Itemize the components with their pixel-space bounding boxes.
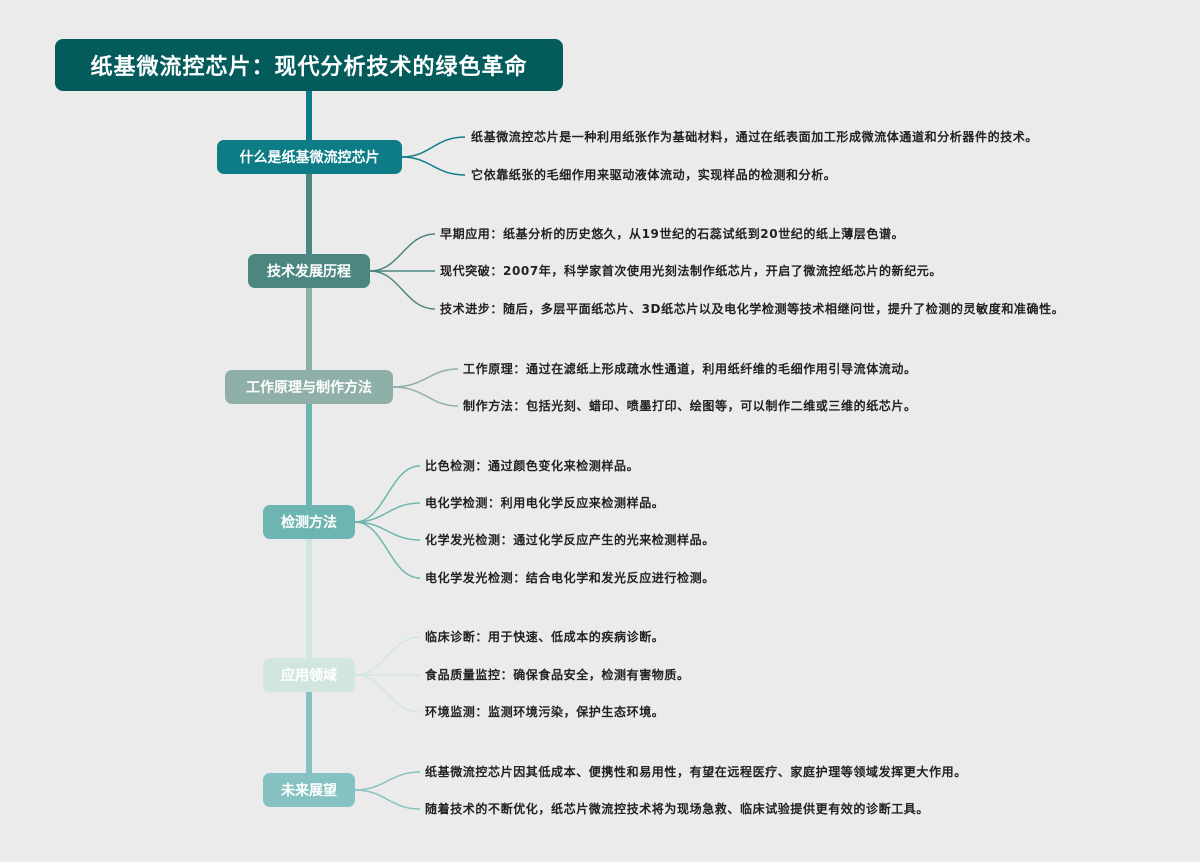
branch-5-connectors [354, 636, 421, 713]
leaf-item[interactable]: 工作原理：通过在滤纸上形成疏水性通道，利用纸纤维的毛细作用引导流体流动。 [463, 362, 917, 376]
root-title: 纸基微流控芯片：现代分析技术的绿色革命 [90, 55, 528, 80]
leaf-item[interactable]: 早期应用：纸基分析的历史悠久，从19世纪的石蕊试纸到20世纪的纸上薄层色谱。 [440, 227, 905, 241]
branch-label: 未来展望 [281, 783, 337, 799]
leaf-item[interactable]: 临床诊断：用于快速、低成本的疾病诊断。 [425, 630, 665, 644]
branch-history[interactable]: 技术发展历程 [248, 254, 370, 288]
leaf-item[interactable]: 比色检测：通过颜色变化来检测样品。 [425, 459, 640, 473]
leaf-item[interactable]: 技术进步：随后，多层平面纸芯片、3D纸芯片以及电化学检测等技术相继问世，提升了检… [440, 302, 1065, 316]
branch-detection-methods[interactable]: 检测方法 [263, 505, 355, 539]
branch-applications[interactable]: 应用领域 [263, 658, 355, 692]
branch-2-connectors [369, 233, 436, 310]
branch-outlook[interactable]: 未来展望 [263, 773, 355, 807]
root-topic[interactable]: 纸基微流控芯片：现代分析技术的绿色革命 [55, 39, 563, 91]
leaf-item[interactable]: 电化学检测：利用电化学反应来检测样品。 [425, 496, 665, 510]
leaf-item[interactable]: 现代突破：2007年，科学家首次使用光刻法制作纸芯片，开启了微流控纸芯片的新纪元… [440, 264, 943, 278]
branch-label: 技术发展历程 [267, 264, 351, 280]
branch-label: 工作原理与制作方法 [246, 380, 372, 396]
branch-label: 检测方法 [281, 515, 337, 531]
leaf-item[interactable]: 制作方法：包括光刻、蜡印、喷墨打印、绘图等，可以制作二维或三维的纸芯片。 [463, 399, 917, 413]
branch-label: 应用领域 [281, 668, 337, 684]
leaf-item[interactable]: 纸基微流控芯片是一种利用纸张作为基础材料，通过在纸表面加工形成微流体通道和分析器… [471, 130, 1039, 144]
leaf-item[interactable]: 随着技术的不断优化，纸芯片微流控技术将为现场急救、临床试验提供更有效的诊断工具。 [425, 802, 930, 816]
branch-label: 什么是纸基微流控芯片 [239, 150, 380, 166]
leaf-item[interactable]: 它依靠纸张的毛细作用来驱动液体流动，实现样品的检测和分析。 [471, 168, 837, 182]
leaf-item[interactable]: 食品质量监控：确保食品安全，检测有害物质。 [425, 668, 690, 682]
branch-1-connectors [401, 136, 466, 176]
leaf-item[interactable]: 纸基微流控芯片因其低成本、便携性和易用性，有望在远程医疗、家庭护理等领域发挥更大… [425, 765, 967, 779]
branch-what-is[interactable]: 什么是纸基微流控芯片 [217, 140, 402, 174]
leaf-item[interactable]: 环境监测：监测环境污染，保护生态环境。 [425, 705, 665, 719]
branch-4-connectors [354, 465, 421, 579]
branch-6-connectors [354, 771, 421, 810]
leaf-item[interactable]: 化学发光检测：通过化学反应产生的光来检测样品。 [425, 533, 715, 547]
branch-3-connectors [392, 368, 459, 407]
leaf-item[interactable]: 电化学发光检测：结合电化学和发光反应进行检测。 [425, 571, 715, 585]
branch-principle-fabrication[interactable]: 工作原理与制作方法 [225, 370, 393, 404]
